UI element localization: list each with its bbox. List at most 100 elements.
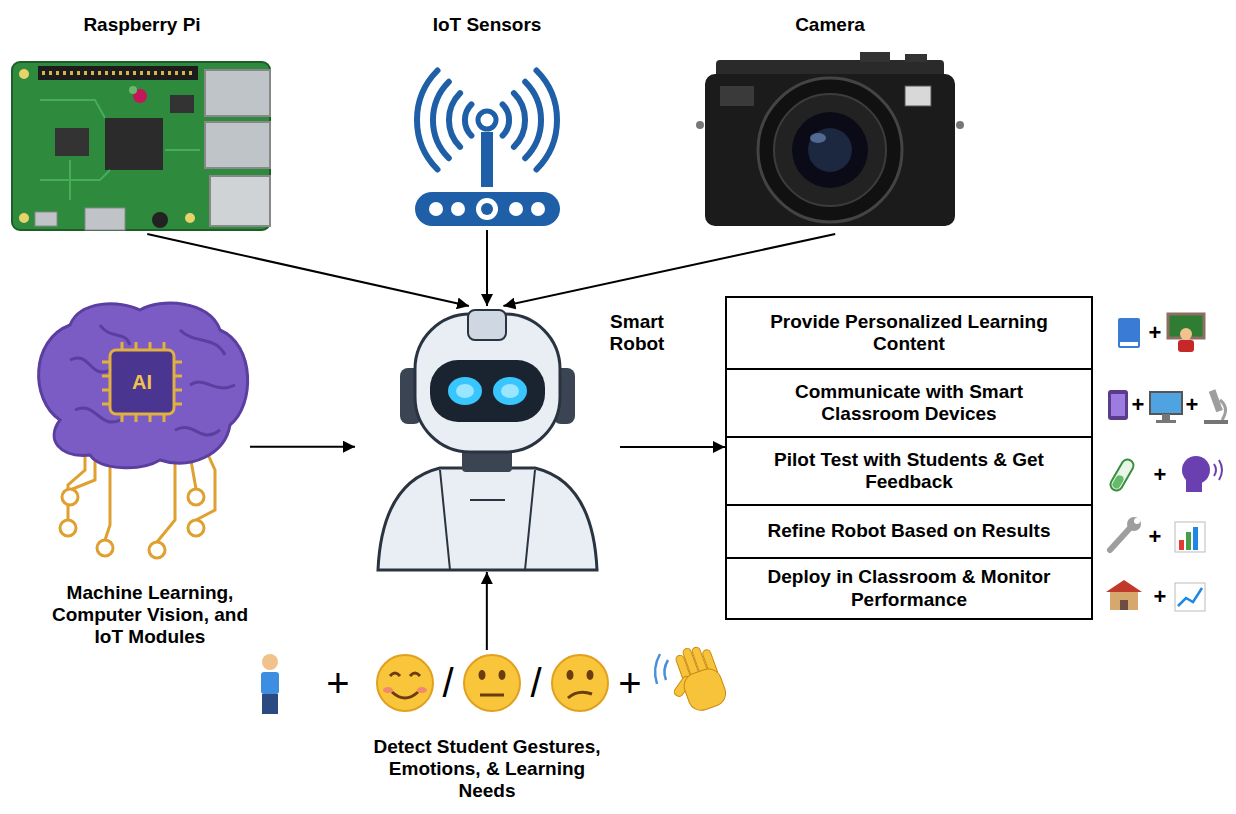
ai-brain (188, 489, 204, 505)
raspberry-pi-board (12, 62, 270, 230)
ai-brain (62, 489, 78, 505)
iot-antenna (481, 132, 493, 187)
monitor-icon (1150, 392, 1182, 414)
ai-brain (39, 303, 248, 468)
neutral-face (499, 670, 506, 680)
line-chart-icon (1175, 583, 1205, 611)
raspberry-pi-board (35, 212, 57, 226)
student-figure (262, 654, 278, 670)
operator-sign: + (618, 663, 641, 703)
microscope-icon (1204, 420, 1228, 424)
ai-brain (97, 540, 113, 556)
ai-brain (60, 520, 76, 536)
operator-sign: + (1154, 586, 1167, 608)
ai-brain (70, 325, 235, 435)
line-chart-icon (1178, 588, 1202, 606)
node-label: Camera (700, 14, 960, 36)
ai-brain (188, 520, 204, 536)
process-box: Refine Robot Based on Results (725, 504, 1093, 559)
ai-brain (110, 350, 174, 414)
iot-antenna (478, 111, 496, 129)
iot-antenna (451, 202, 465, 216)
school-icon (1120, 600, 1128, 610)
node-label: IoT Sensors (355, 14, 619, 36)
happy-face (377, 655, 433, 711)
operator-sign: + (1154, 464, 1167, 486)
camera (720, 86, 754, 106)
robot (430, 360, 545, 422)
iot-antenna (481, 203, 493, 215)
raspberry-pi-board (40, 100, 200, 200)
process-box: Provide Personalized Learning Content (725, 296, 1093, 370)
connector-arrow (620, 446, 725, 448)
test-tube-icon (1108, 457, 1135, 492)
test-tube-icon (1111, 474, 1125, 490)
book-icon (1118, 318, 1140, 348)
camera (905, 86, 931, 106)
iot-antenna (449, 93, 460, 147)
speaking-head-icon (1182, 456, 1222, 492)
raspberry-pi-board (19, 213, 29, 223)
neutral-face (479, 670, 486, 680)
iot-antenna (465, 104, 471, 135)
raspberry-pi-board (38, 66, 198, 80)
raspberry-pi-board (42, 71, 196, 75)
robot (493, 377, 527, 405)
school-icon (1106, 580, 1142, 610)
iot-sensor-node: IoT Sensors (410, 58, 564, 230)
raspberry-pi-node: Raspberry Pi (10, 58, 274, 234)
bar-chart-icon (1175, 522, 1205, 552)
school-icon (1110, 592, 1138, 610)
tablet-icon (1111, 394, 1125, 416)
iot-antenna (503, 104, 509, 135)
book-icon (1120, 342, 1138, 346)
robot (456, 384, 474, 398)
test-tube-icon (1108, 457, 1135, 492)
wrench-icon (1134, 518, 1140, 524)
raspberry-pi-board (85, 208, 125, 230)
tablet-icon (1108, 390, 1128, 420)
camera (792, 112, 868, 188)
iot-antenna (525, 82, 541, 158)
operator-sign: / (530, 663, 541, 703)
camera (696, 52, 964, 226)
chip-label: AI (132, 372, 152, 392)
robot (378, 310, 597, 570)
raspberry-pi-board (205, 70, 270, 116)
step-text: Provide Personalized Learning Content (749, 311, 1069, 355)
waving-hand (660, 641, 729, 718)
bar-chart-icon (1179, 540, 1184, 550)
node-label: Detect Student Gestures, Emotions, & Lea… (367, 736, 607, 803)
camera (860, 52, 890, 62)
bar-chart-icon (1175, 522, 1205, 552)
raspberry-pi-board (129, 86, 137, 94)
node-label: Smart Robot (598, 311, 676, 355)
waving-hand (655, 654, 668, 684)
school-icon (1106, 580, 1142, 592)
robot (501, 384, 519, 398)
waving-hand (655, 641, 729, 718)
student-figure (262, 694, 278, 714)
tablet-icon (1108, 390, 1128, 420)
step-text: Refine Robot Based on Results (749, 520, 1069, 542)
raspberry-pi-board (12, 62, 270, 230)
confused-face (552, 655, 608, 711)
robot-node: Smart Robot (355, 306, 620, 572)
connector-arrow (486, 230, 488, 306)
camera (696, 121, 704, 129)
iot-antenna (417, 71, 438, 170)
camera (774, 94, 886, 206)
iot-antenna (509, 202, 523, 216)
ai-module-node: Machine Learning, Computer Vision, and I… (38, 300, 250, 562)
camera (810, 133, 826, 143)
monitor-icon (1150, 392, 1182, 423)
raspberry-pi-board (185, 213, 195, 223)
node-label: Raspberry Pi (10, 14, 274, 36)
speaking-head-icon (1214, 460, 1222, 480)
ai-brain (102, 342, 182, 422)
camera (956, 121, 964, 129)
confused-face (552, 655, 608, 711)
wrench-icon (1127, 517, 1141, 531)
robot (468, 310, 506, 340)
process-box: Deploy in Classroom & Monitor Performanc… (725, 557, 1093, 620)
